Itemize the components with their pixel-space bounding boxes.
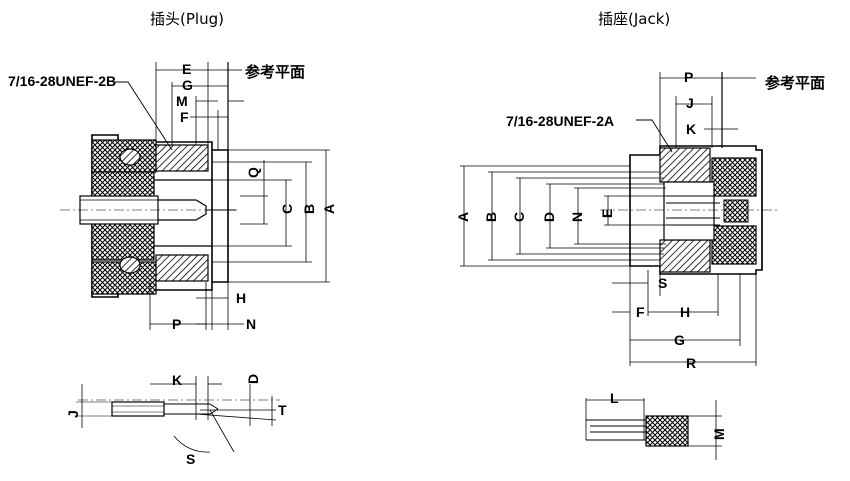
plug-thread-label: 7/16-28UNEF-2B xyxy=(8,73,116,89)
plug-right-dimensions: A B C Q xyxy=(212,149,337,283)
plug-body xyxy=(60,134,240,298)
plug-pin-dim-J: J xyxy=(65,410,81,418)
jack-contact-dim-L: L xyxy=(610,390,619,406)
jack-contact-dim-M: M xyxy=(711,428,727,440)
jack-dim-C: C xyxy=(511,212,527,222)
jack-dim-S: S xyxy=(658,275,667,291)
plug-dim-H: H xyxy=(236,290,246,306)
jack-dim-E: E xyxy=(599,209,615,218)
plug-reference-plane-label: 参考平面 xyxy=(245,63,305,81)
plug-pin-dim-S: S xyxy=(186,451,195,467)
plug-dim-Q: Q xyxy=(245,167,261,178)
plug-pin-dim-D: D xyxy=(245,374,261,384)
jack-top-dimensions: P J K xyxy=(636,69,756,153)
jack-left-dimensions: A B C D N E xyxy=(455,165,666,267)
plug-dim-A: A xyxy=(321,204,337,214)
jack-title: 插座(Jack) xyxy=(598,10,670,28)
plug-pin-detail: J K D T S xyxy=(65,372,287,467)
plug-dim-C: C xyxy=(279,204,295,214)
jack-dim-B: B xyxy=(483,212,499,222)
jack-dim-P: P xyxy=(684,69,693,85)
jack-reference-plane-label: 参考平面 xyxy=(765,74,825,92)
jack-bottom-dimensions: S F H G R xyxy=(612,266,757,371)
plug-dim-G: G xyxy=(182,77,193,93)
jack-dim-A: A xyxy=(455,212,471,222)
plug-dim-P: P xyxy=(172,316,181,332)
plug-pin-dim-K: K xyxy=(172,372,182,388)
jack-dim-N: N xyxy=(569,212,585,222)
jack-dim-G: G xyxy=(674,332,685,348)
jack-body xyxy=(600,145,780,275)
plug-bottom-dimensions: H P N xyxy=(149,282,256,332)
jack-dim-K: K xyxy=(686,121,696,137)
plug-pin-dim-T: T xyxy=(278,402,287,418)
plug-top-dimensions: E G M F xyxy=(114,61,244,151)
jack-dim-R: R xyxy=(686,355,696,371)
jack-dim-F: F xyxy=(636,304,645,320)
plug-dim-N: N xyxy=(246,316,256,332)
plug-dim-E: E xyxy=(182,61,191,77)
plug-title: 插头(Plug) xyxy=(150,10,224,28)
plug-dim-F: F xyxy=(180,109,189,125)
plug-dim-B: B xyxy=(301,204,317,214)
jack-thread-label: 7/16-28UNEF-2A xyxy=(506,113,614,129)
jack-dim-J: J xyxy=(686,95,694,111)
plug-dim-M: M xyxy=(176,93,188,109)
jack-dim-H: H xyxy=(680,304,690,320)
jack-contact-detail: L M xyxy=(585,390,727,460)
jack-dim-D: D xyxy=(541,212,557,222)
